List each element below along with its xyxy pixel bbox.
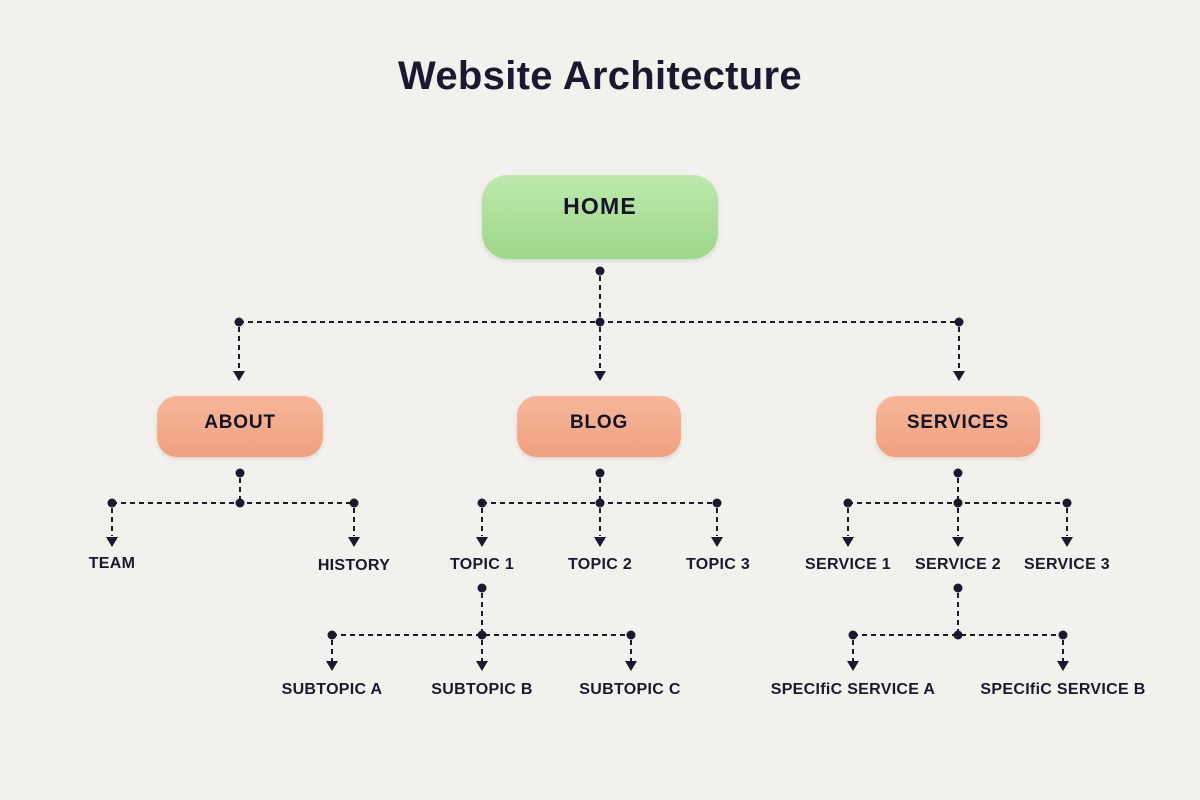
node-label-subtopic-a: SUBTOPIC A — [281, 681, 383, 698]
connector-line-v — [716, 508, 718, 536]
page-title: Website Architecture — [398, 54, 802, 98]
arrow-down-icon — [233, 371, 245, 381]
connector-line-h — [112, 502, 354, 504]
node-label-specific-service-b: SPECIfiC SERVICE B — [980, 681, 1146, 698]
node-label-specific-service-a: SPECIfiC SERVICE A — [770, 681, 936, 698]
connector-dot — [595, 266, 605, 276]
connector-line-v — [599, 478, 601, 502]
arrow-down-icon — [476, 661, 488, 671]
connector-line-v — [238, 327, 240, 369]
connector-dot — [235, 498, 245, 508]
connector-line-v — [599, 276, 601, 320]
arrow-down-icon — [847, 661, 859, 671]
connector-line-v — [353, 508, 355, 536]
node-label-history: HISTORY — [317, 557, 391, 574]
arrow-down-icon — [625, 661, 637, 671]
connector-dot — [595, 317, 605, 327]
connector-line-v — [599, 327, 601, 369]
connector-dot — [953, 583, 963, 593]
connector-line-v — [111, 508, 113, 536]
connector-dot — [1062, 498, 1072, 508]
connector-dot — [953, 498, 963, 508]
connector-dot — [1058, 630, 1068, 640]
node-label-service2: SERVICE 2 — [915, 556, 1001, 573]
connector-line-v — [957, 478, 959, 502]
connector-dot — [107, 498, 117, 508]
arrow-down-icon — [1061, 537, 1073, 547]
connector-dot — [848, 630, 858, 640]
connector-line-v — [481, 593, 483, 634]
connector-dot — [953, 630, 963, 640]
connector-dot — [953, 468, 963, 478]
node-label-topic3: TOPIC 3 — [685, 556, 751, 573]
arrow-down-icon — [953, 371, 965, 381]
connector-line-v — [958, 327, 960, 369]
connector-dot — [712, 498, 722, 508]
connector-dot — [843, 498, 853, 508]
node-services: SERVICES — [876, 396, 1040, 457]
connector-line-v — [1062, 640, 1064, 661]
arrow-down-icon — [711, 537, 723, 547]
connector-line-v — [1066, 508, 1068, 536]
connector-line-v — [957, 508, 959, 536]
connector-line-v — [239, 478, 241, 502]
connector-line-v — [481, 508, 483, 536]
connector-dot — [235, 468, 245, 478]
node-label-service3: SERVICE 3 — [1024, 556, 1110, 573]
connector-dot — [477, 630, 487, 640]
arrow-down-icon — [594, 537, 606, 547]
connector-dot — [477, 498, 487, 508]
connector-dot — [626, 630, 636, 640]
arrow-down-icon — [952, 537, 964, 547]
connector-dot — [349, 498, 359, 508]
connector-line-v — [847, 508, 849, 536]
arrow-down-icon — [476, 537, 488, 547]
connector-line-v — [599, 508, 601, 536]
connector-dot — [327, 630, 337, 640]
node-label-team: TEAM — [88, 555, 136, 572]
connector-dot — [595, 468, 605, 478]
connector-dot — [477, 583, 487, 593]
arrow-down-icon — [326, 661, 338, 671]
node-label-service1: SERVICE 1 — [805, 556, 891, 573]
connector-line-v — [331, 640, 333, 661]
connector-line-v — [957, 593, 959, 634]
arrow-down-icon — [106, 537, 118, 547]
node-label-topic2: TOPIC 2 — [567, 556, 633, 573]
node-label-subtopic-c: SUBTOPIC C — [579, 681, 681, 698]
arrow-down-icon — [1057, 661, 1069, 671]
connector-dot — [234, 317, 244, 327]
connector-line-v — [852, 640, 854, 661]
arrow-down-icon — [594, 371, 606, 381]
node-home: HOME — [482, 175, 718, 259]
node-blog: BLOG — [517, 396, 681, 457]
connector-dot — [595, 498, 605, 508]
connector-line-v — [630, 640, 632, 661]
arrow-down-icon — [348, 537, 360, 547]
node-label-subtopic-b: SUBTOPIC B — [431, 681, 533, 698]
node-label-topic1: TOPIC 1 — [449, 556, 515, 573]
arrow-down-icon — [842, 537, 854, 547]
node-about: ABOUT — [157, 396, 323, 457]
connector-dot — [954, 317, 964, 327]
connector-line-v — [481, 640, 483, 661]
